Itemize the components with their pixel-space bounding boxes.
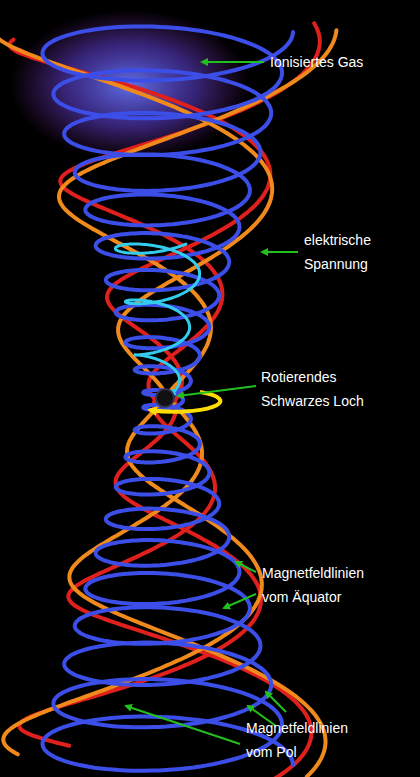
label-gas: Ionisiertes Gas bbox=[270, 50, 410, 74]
label-black-hole: Rotierendes Schwarzes Loch bbox=[261, 365, 391, 413]
field-line bbox=[3, 30, 336, 754]
field-line bbox=[115, 244, 199, 395]
field-line bbox=[43, 27, 294, 771]
label-voltage: elektrische Spannung bbox=[304, 228, 404, 276]
label-equator-lines: Magnetfeldlinien vom Äquator bbox=[262, 561, 390, 609]
label-pole-lines: Magnetfeldlinien vom Pol bbox=[246, 716, 374, 764]
black-hole bbox=[156, 389, 174, 407]
